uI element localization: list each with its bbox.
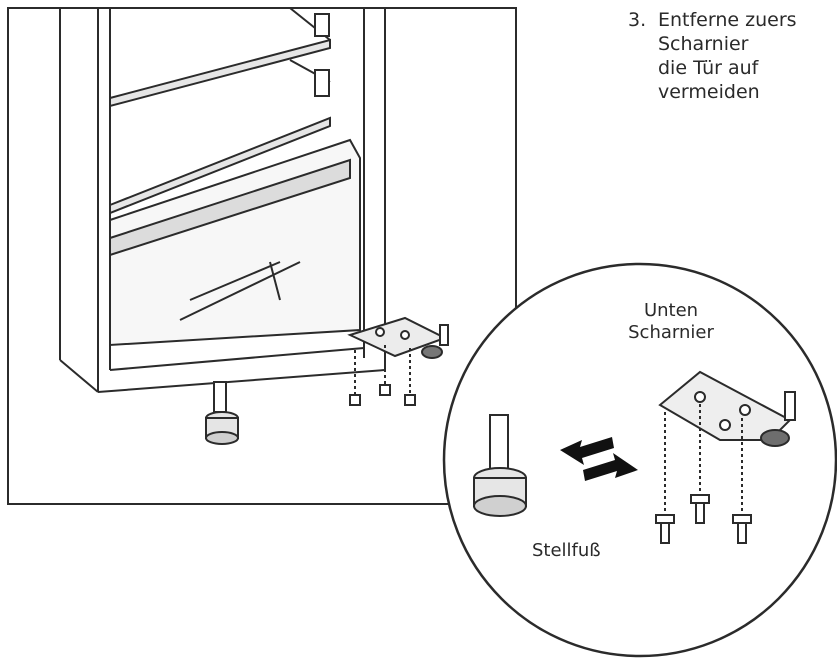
instruction-line-3: die Tür auf [658,57,759,79]
instruction-step: 3. Entferne zuers Scharnier die Tür auf v… [628,8,797,104]
hinge-label-line2: Scharnier [628,322,714,343]
instruction-line-2: Scharnier [658,33,749,55]
foot-large [473,414,527,517]
foot-small [205,381,239,445]
foot-label: Stellfuß [532,540,601,561]
fridge-panel-frame [7,7,517,505]
instruction-line-1: Entferne zuers [658,9,797,31]
hinge-label: Unten Scharnier [612,300,730,344]
hinge-label-line1: Unten [643,300,699,321]
zoom-circle [442,262,837,658]
screws-large [655,494,752,544]
step-number: 3. [628,9,647,31]
swap-arrows [560,437,638,481]
hinge-small [347,316,449,406]
hinge-large [658,370,796,515]
instruction-line-4: vermeiden [658,81,760,103]
fridge-drawer [109,138,361,347]
fridge-body [59,8,386,393]
fridge-shelves [109,7,331,215]
